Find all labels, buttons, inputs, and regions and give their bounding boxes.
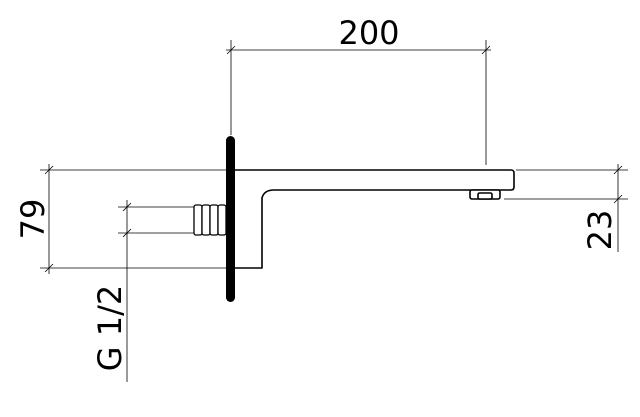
thread-tick-top: [122, 202, 132, 212]
thread-label: G 1/2: [91, 285, 129, 371]
dimension-reach: [226, 40, 491, 165]
dimension-outlet: [504, 164, 628, 252]
spout-body: [235, 169, 515, 269]
wall-plate: [226, 136, 235, 302]
thread-tick-bottom: [122, 228, 132, 238]
thread-ring-1: [193, 204, 203, 236]
aerator: [469, 189, 501, 200]
height-tick-bottom: [44, 263, 54, 273]
dimension-height: [40, 164, 262, 274]
reach-tick-left: [226, 45, 236, 55]
thread-ring-4: [217, 204, 227, 236]
dimension-thread: [118, 200, 196, 382]
outlet-tick-top: [613, 165, 623, 175]
aerator-tip: [477, 192, 493, 200]
thread-ring-2: [201, 204, 211, 236]
outlet-tick-bottom: [613, 194, 623, 204]
height-tick-top: [44, 165, 54, 175]
reach-tick-right: [481, 45, 491, 55]
height-label: 79: [14, 199, 52, 240]
thread-ring-3: [209, 204, 219, 236]
thread-connector: [193, 204, 227, 236]
reach-label: 200: [338, 14, 399, 52]
outlet-label: 23: [581, 210, 619, 251]
